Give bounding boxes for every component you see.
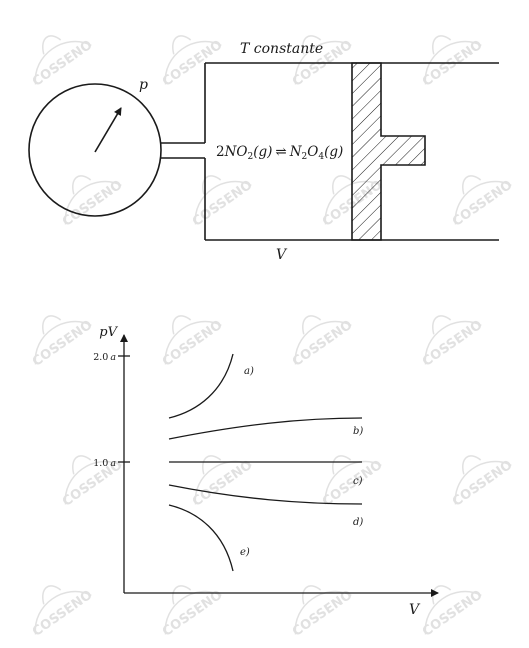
volume-label: V: [276, 247, 288, 263]
pressure-gauge: [28, 83, 162, 217]
watermark-mark: COSSENO: [30, 35, 95, 90]
curve-label-b: b): [353, 426, 363, 437]
curve-label-a: a): [244, 366, 254, 377]
watermark-mark: COSSENO: [450, 455, 515, 510]
watermark-mark: COSSENO: [30, 315, 95, 370]
watermark-mark: COSSENO: [160, 35, 225, 90]
x-axis-label: V: [409, 602, 421, 618]
watermark-mark: COSSENO: [160, 585, 225, 640]
watermark-mark: COSSENO: [160, 315, 225, 370]
temperature-label: T constante: [240, 41, 323, 57]
graph: [118, 334, 439, 597]
curve-label-d: d): [353, 517, 363, 528]
watermark-layer: COSSENO COSSENO COSSENO COSSENO COSSENO COSSE…: [30, 35, 515, 640]
watermark-mark: COSSENO: [60, 175, 125, 230]
watermark-mark: COSSENO: [190, 175, 255, 230]
gauge-needle-arrow: [94, 107, 122, 153]
apparatus: [28, 62, 499, 241]
watermark-mark: COSSENO: [290, 585, 355, 640]
watermark-mark: COSSENO: [420, 315, 485, 370]
piston: [351, 62, 426, 241]
watermark-mark: COSSENO: [60, 455, 125, 510]
gauge-label: p: [139, 77, 148, 93]
watermark-mark: COSSENO: [450, 175, 515, 230]
watermark-mark: COSSENO: [30, 585, 95, 640]
y-axis-label: pV: [99, 325, 118, 340]
curve-a: [168, 353, 234, 419]
curve-e: [168, 504, 234, 572]
curve-label-c: c): [353, 476, 363, 487]
watermark-mark: COSSENO: [320, 455, 385, 510]
watermark-mark: COSSENO: [290, 315, 355, 370]
reaction-equation: 2NO2(g)⇌N2O4(g): [216, 144, 343, 162]
curve-label-e: e): [240, 547, 250, 558]
watermark-mark: COSSENO: [190, 455, 255, 510]
curve-d: [168, 484, 363, 505]
curve-b: [168, 417, 363, 440]
watermark-mark: COSSENO: [420, 35, 485, 90]
